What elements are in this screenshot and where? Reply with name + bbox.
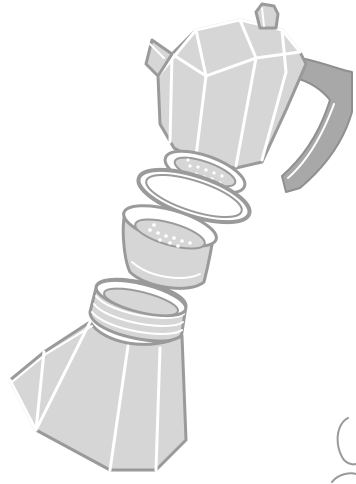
moka-pot-lid-knob bbox=[256, 4, 278, 28]
moka-pot-bottom-boiler bbox=[10, 273, 189, 470]
decorative-curl bbox=[332, 418, 356, 482]
moka-pot-top-chamber bbox=[146, 20, 306, 168]
